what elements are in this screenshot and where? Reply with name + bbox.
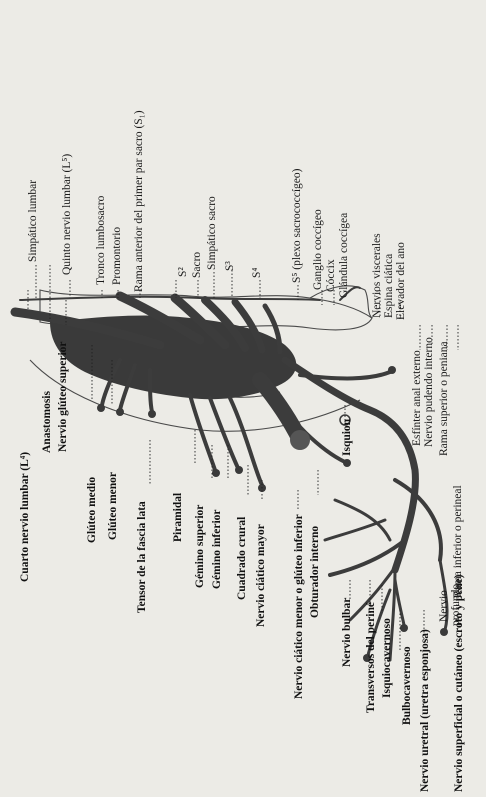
label-simpatico-sacro: Simpático sacro: [206, 196, 218, 270]
label-gemino-inferior: Gémino inferior: [211, 509, 223, 589]
label-ganglio-coccigeo: Ganglio coccígeo: [312, 209, 324, 290]
label-nervio-bulbar: Nervio bulbar: [341, 598, 353, 667]
label-s4: S⁴: [251, 268, 263, 278]
label-nervio-ciatico-mayor: Nervio ciático mayor: [255, 524, 267, 627]
label-s2: S²: [177, 267, 189, 277]
label-elevador: Elevador del ano: [395, 242, 407, 320]
anatomy-illustration: [15, 286, 448, 662]
label-sacro: Sacro: [191, 252, 203, 278]
label-glandula-coccigea: Glándula coccígea: [338, 213, 350, 298]
label-isquion: Isquion: [341, 418, 353, 456]
label-simpatico-lumbar: Simpático lumbar: [27, 180, 39, 262]
label-isquiocavernoso: Isquiocavernoso: [381, 618, 393, 698]
label-espina-ciatica: Espina ciática: [383, 254, 395, 318]
label-nervio-uretral: Nervio uretral (uretra esponjosa): [419, 629, 431, 792]
label-nervio-profundo-1: Nervio: [438, 590, 450, 622]
label-cuarto-nervio-lumbar: Cuarto nervio lumbar (L⁴): [19, 452, 31, 582]
label-anastomosis: Anastomosis: [41, 390, 53, 453]
label-tronco-lumbosacro: Tronco lumbosacro: [95, 195, 107, 285]
label-cuadrado-crural: Cuadrado crural: [236, 517, 248, 600]
label-nervio-pudendo: Nervio pudendo interno: [423, 337, 435, 447]
label-transversos-perineo: Transversos del periné: [365, 602, 377, 713]
label-coccix: Cóccix: [325, 259, 337, 292]
label-esfinter: Esfínter anal externo: [411, 350, 423, 446]
label-obturador-interno: Obturador interno: [309, 526, 321, 618]
label-s5: S⁵ (plexo sacrococcígeo): [291, 168, 303, 283]
label-gemino-superior: Gémino superior: [194, 505, 206, 588]
label-quinto-nervio: Quinto nervio lumbar (L⁵): [61, 154, 73, 275]
label-promontorio: Promontorio: [111, 227, 123, 285]
label-piramidal: Piramidal: [172, 493, 184, 542]
label-nervios-viscerales: Nervios viscerales: [371, 233, 383, 318]
label-rama-superior: Rama superior o peniana: [438, 341, 450, 456]
label-bulbocavernoso: Bulbocavernoso: [401, 646, 413, 725]
label-gluteo-menor: Glúteo menor: [107, 472, 119, 540]
label-tensor-fascia-lata: Tensor de la fascia lata: [136, 501, 148, 613]
label-rama-inferior: Rama inferior o perineal: [452, 485, 464, 598]
label-gluteo-medio: Glúteo medio: [86, 477, 98, 543]
label-s3: S³: [224, 261, 236, 271]
label-rama-anterior: Rama anterior del primer par sacro (S₁): [133, 110, 145, 292]
label-nervio-ciatico-menor: Nervio ciático menor o glúteo inferior: [293, 514, 305, 699]
label-nervio-gluteo-superior: Nervio glúteo superior: [57, 341, 69, 452]
